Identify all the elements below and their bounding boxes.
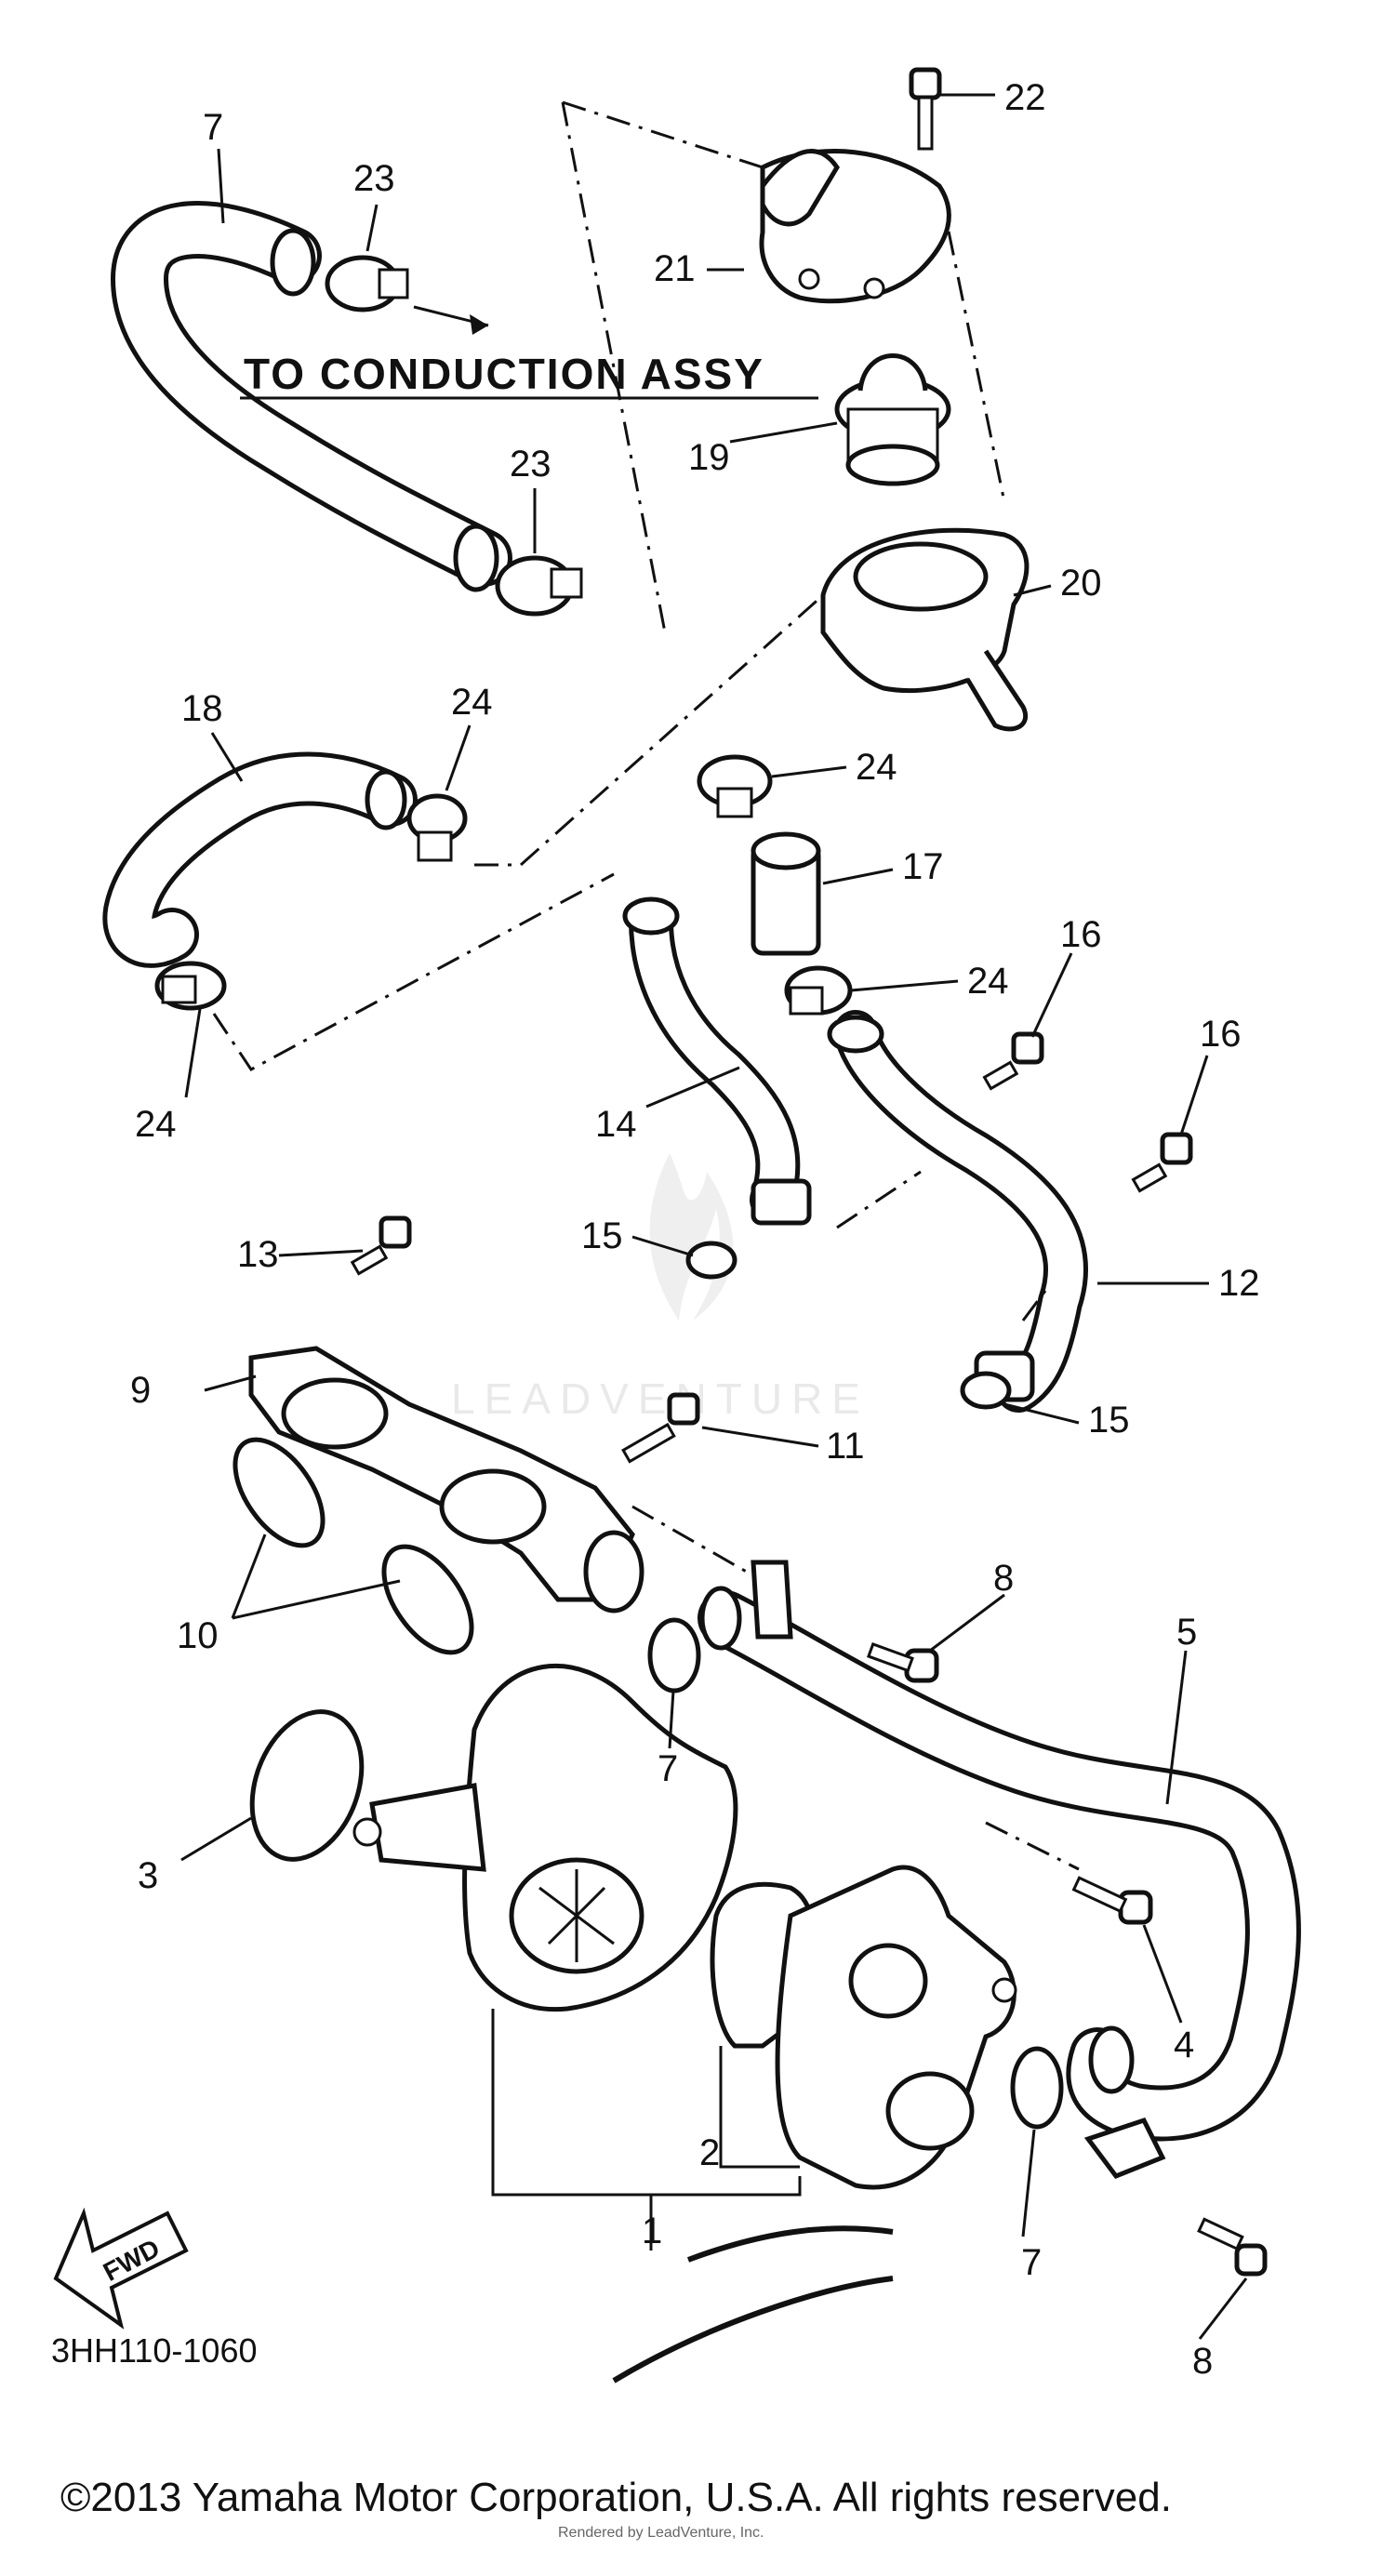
callout-24-a: 24 (451, 682, 493, 723)
heading-to-conduction-assy: TO CONDUCTION ASSY (244, 350, 764, 398)
o-ring-3 (249, 1709, 365, 1862)
clamp-24-c (697, 754, 773, 818)
callout-5: 7 (203, 107, 223, 148)
clamp-24-d (784, 965, 853, 1016)
callout-24-d: 24 (967, 961, 1009, 1002)
water-pump-1 (352, 1663, 738, 2012)
bolt-22 (909, 67, 942, 151)
rendered-by-notice: Rendered by LeadVenture, Inc. (558, 2525, 764, 2541)
hose-18 (102, 751, 418, 968)
hose-17 (751, 831, 821, 956)
watermark: LEADVENTURE (451, 1153, 870, 1423)
clamp-23-upper (325, 255, 409, 312)
hose-5 (110, 201, 512, 592)
o-ring-7-b (1010, 2046, 1064, 2130)
copyright-notice: ©2013 Yamaha Motor Corporation, U.S.A. A… (60, 2475, 1172, 2520)
callout-18: 18 (181, 688, 223, 729)
callout-11: 11 (826, 1426, 865, 1467)
callout-12: 13 (237, 1234, 279, 1275)
callout-13: 12 (1218, 1263, 1260, 1304)
callouts: 7 23 23 21 22 19 20 18 24 24 17 24 16 16… (130, 77, 1260, 2382)
manifold-9 (248, 1346, 644, 1613)
watermark-text: LEADVENTURE (451, 1374, 870, 1423)
callout-16-b: 16 (1200, 1014, 1242, 1055)
callout-15-a: 15 (581, 1215, 623, 1256)
callout-7-upper: 7 (658, 1748, 678, 1789)
o-ring-15-b (960, 1371, 1012, 1410)
bolt-11 (621, 1392, 700, 1464)
callout-23-upper: 23 (353, 158, 395, 199)
callout-14: 14 (595, 1104, 637, 1145)
diagram-code: 3HH110-1060 (51, 2331, 257, 2370)
callout-24-b: 24 (135, 1104, 177, 1145)
callout-10: 10 (177, 1615, 219, 1656)
bolt-4 (1071, 1876, 1153, 1925)
callout-7-lower: 7 (1021, 2242, 1042, 2283)
pipe-14 (622, 896, 812, 1226)
o-ring-15-a (685, 1241, 737, 1280)
o-ring-7-a (647, 1617, 701, 1693)
callout-1: 1 (642, 2211, 662, 2251)
callout-3: 3 (138, 1855, 158, 1896)
callout-8-lower: 8 (1192, 2341, 1213, 2382)
pipe-6 (698, 1560, 1301, 2180)
callout-20: 20 (1060, 563, 1102, 604)
callout-19: 19 (688, 437, 730, 478)
gasket-10-a (232, 1437, 326, 1548)
bolt-8-a (867, 1641, 939, 1683)
callout-15-b: 15 (1088, 1400, 1130, 1441)
clamp-24-b (154, 961, 227, 1011)
bolt-16-b (1131, 1132, 1193, 1193)
clamp-23-lower (495, 555, 583, 617)
pump-cover (775, 1865, 1017, 2190)
thermostat-housing-20 (820, 527, 1030, 732)
callout-22: 22 (1004, 77, 1046, 118)
leader-lines (180, 93, 1248, 2340)
callout-16-a: 16 (1060, 914, 1102, 955)
callout-21: 21 (654, 248, 696, 289)
bolt-8-b (1197, 2217, 1268, 2277)
callout-6: 5 (1176, 1612, 1197, 1653)
callout-17: 17 (902, 846, 944, 887)
callout-23-lower: 23 (510, 444, 551, 485)
clamp-24-a (406, 793, 468, 862)
callout-8-upper: 8 (993, 1558, 1014, 1599)
bolt-16-a (982, 1031, 1044, 1091)
callout-2: 2 (699, 2132, 720, 2173)
gasket-10-b (381, 1544, 474, 1655)
thermostat-19 (834, 353, 951, 486)
bolt-12 (350, 1215, 412, 1276)
callout-9: 9 (130, 1370, 151, 1411)
callout-24-c: 24 (856, 747, 897, 788)
thermostat-cover-21 (759, 149, 951, 304)
callout-4: 4 (1174, 2025, 1194, 2065)
fwd-arrow: FWD (53, 2207, 189, 2330)
